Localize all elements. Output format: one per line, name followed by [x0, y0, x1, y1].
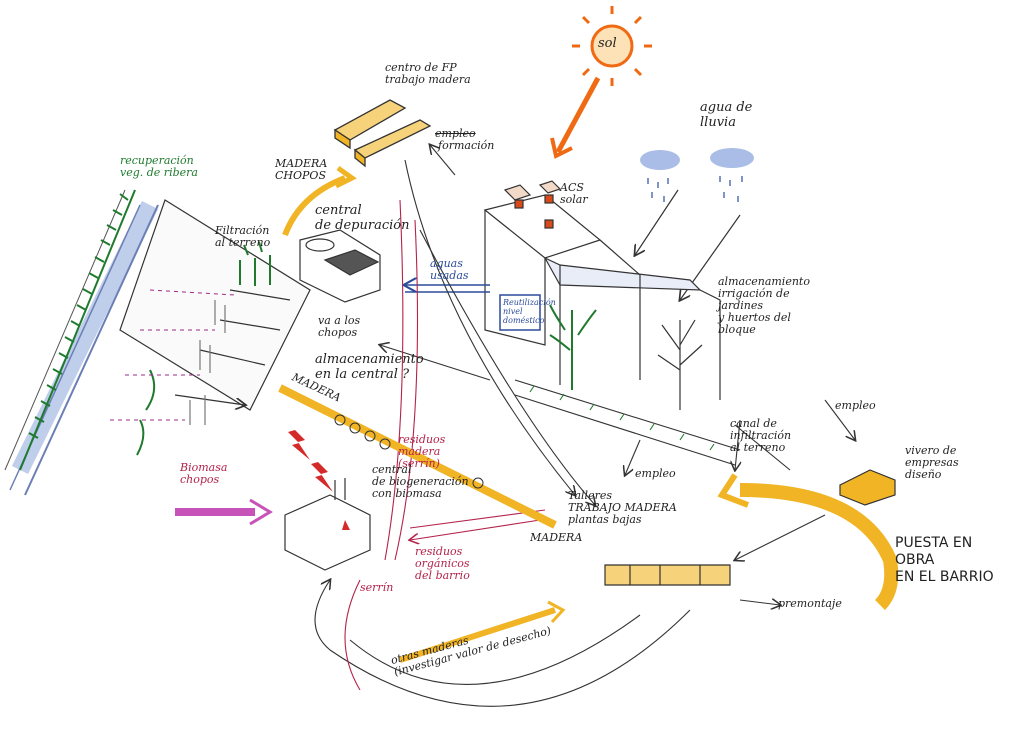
label-organic-waste: residuos orgánicos del barrio [415, 545, 470, 582]
label-sawdust: serrín [360, 581, 394, 594]
puesta-en-obra-arrow [717, 473, 899, 610]
label-acs-solar: ACS solar [560, 181, 588, 206]
prefab-panel [604, 564, 731, 586]
label-madera-chopos: MADERA CHOPOS [275, 157, 328, 182]
wood-band [278, 384, 557, 529]
biomass-arrow [175, 498, 273, 526]
other-woods-arrow [399, 600, 566, 663]
trees [549, 304, 703, 410]
housing-block [483, 180, 721, 400]
label-storage-irrigation: almacenamiento irrigación de jardines y … [718, 275, 810, 336]
river [4, 189, 159, 496]
label-central-storage: almacenamiento en la central ? [315, 352, 424, 382]
label-formacion-struck: empleo [435, 127, 476, 140]
label-filtration: Filtración al terreno [215, 224, 271, 249]
wood-arrow-to-fp [282, 165, 357, 237]
label-madera: MADERA [530, 531, 583, 544]
label-used-water: aguas usadas [430, 257, 469, 282]
nursery-box [839, 469, 896, 506]
biomass-plant [284, 478, 371, 571]
label-fp-center: centro de FP trabajo madera [385, 61, 471, 86]
label-formacion: formación [438, 139, 495, 152]
lightning-icons [288, 430, 333, 492]
drain-lines [110, 289, 236, 421]
fp-center-building [333, 99, 432, 168]
label-employment-1: empleo [635, 467, 676, 480]
label-depuration-plant: central de depuración [315, 203, 410, 233]
label-preassembly: premontaje [778, 597, 842, 610]
label-sol: sol [598, 36, 617, 51]
waste-arrows [344, 199, 546, 691]
infiltration-canal [514, 379, 741, 466]
depuration-plant [299, 229, 381, 303]
label-nursery: vivero de empresas diseño [905, 444, 959, 481]
rain-clouds [635, 148, 754, 300]
label-employment-2: empleo [835, 399, 876, 412]
return-loop [314, 580, 691, 707]
label-domestic-reuse: Reutilización nivel doméstico [503, 298, 556, 325]
label-puesta-en-obra: PUESTA EN OBRA EN EL BARRIO [895, 535, 994, 585]
filtration-field [119, 199, 311, 425]
flow-arrows [380, 145, 855, 605]
label-workshops: Talleres TRABAJO MADERA plantas bajas [568, 489, 677, 526]
label-biomass-poplars: Biomasa chopos [180, 461, 228, 486]
label-rainwater: agua de lluvia [700, 100, 753, 130]
label-wood-waste: residuos madera (serrín) [398, 433, 446, 470]
label-infiltration-canal: canal de infiltración al terreno [730, 417, 792, 454]
label-riverside-recovery: recuperación veg. de ribera [120, 154, 198, 179]
label-to-poplars: va a los chopos [318, 314, 361, 339]
label-biogeneration-plant: central de biogeneración con biomasa [372, 463, 469, 500]
sun [550, 6, 652, 159]
